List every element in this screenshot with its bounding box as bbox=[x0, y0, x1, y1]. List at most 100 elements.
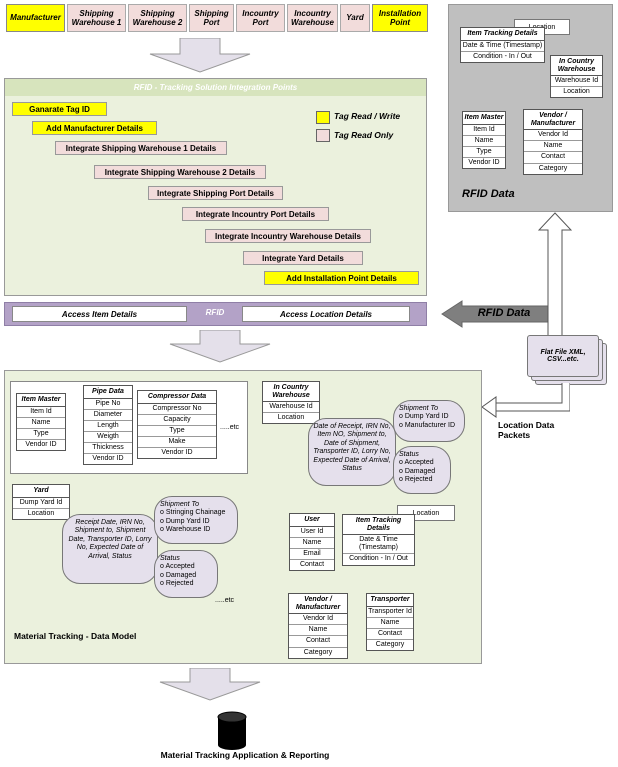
table-title: Item Master bbox=[17, 394, 65, 407]
stage-box: Incountry Port bbox=[236, 4, 285, 32]
table-field: Diameter bbox=[84, 410, 132, 421]
wh-status-title: Status bbox=[399, 451, 419, 458]
table-title: In Country Warehouse bbox=[263, 382, 319, 403]
table-field: Length bbox=[84, 421, 132, 432]
table-field: Location bbox=[27, 509, 55, 517]
integration-step: Add Manufacturer Details bbox=[32, 121, 157, 135]
table-field: Contact bbox=[367, 629, 413, 640]
list-item: o Damaged bbox=[399, 468, 445, 476]
table-field: Name bbox=[367, 618, 413, 629]
access-location-details[interactable]: Access Location Details bbox=[242, 306, 410, 322]
bullet-icon: o bbox=[399, 413, 405, 421]
table-field: Transporter Id bbox=[367, 607, 413, 618]
yard-shipment-title: Shipment To bbox=[160, 501, 200, 508]
integration-title: RFID - Tracking Solution Integration Poi… bbox=[5, 79, 426, 96]
footer-caption: Material Tracking Application & Reportin… bbox=[160, 750, 330, 760]
table-title: Item Tracking Details bbox=[343, 515, 414, 536]
table-field: Name bbox=[290, 538, 334, 549]
database-icon bbox=[217, 711, 247, 750]
table-field: Vendor Id bbox=[524, 130, 582, 142]
table-field: Item Id bbox=[17, 407, 65, 418]
table-field: Condition - In / Out bbox=[473, 52, 532, 60]
table-field: Contact bbox=[289, 636, 347, 648]
bullet-icon: o bbox=[399, 459, 405, 467]
access-item-details[interactable]: Access Item Details bbox=[12, 306, 187, 322]
wh-shipment-title: Shipment To bbox=[399, 405, 439, 412]
table-field: Vendor Id bbox=[289, 614, 347, 626]
integration-step: Integrate Shipping Warehouse 1 Details bbox=[55, 141, 227, 155]
bullet-icon: o bbox=[160, 526, 166, 534]
table-field: Vendor ID bbox=[161, 448, 193, 456]
warehouse-fields-bubble: Date of Receipt, IRN No, Item NO, Shipme… bbox=[308, 418, 396, 486]
flat-file-label: Flat File XML, CSV...etc. bbox=[527, 335, 599, 377]
list-item: o Damaged bbox=[160, 572, 212, 580]
table-title: Pipe Data bbox=[84, 386, 132, 399]
list-item-label: Accepted bbox=[165, 563, 195, 571]
table-field: Location bbox=[277, 414, 305, 422]
up-arrow bbox=[538, 212, 572, 340]
list-item: o Warehouse ID bbox=[160, 526, 232, 534]
table-title: Yard bbox=[13, 485, 69, 498]
list-item: o Manufacturer ID bbox=[399, 422, 459, 430]
list-item: o Accepted bbox=[160, 563, 212, 571]
list-item-label: Manufacturer ID bbox=[404, 421, 456, 429]
down-arrow bbox=[149, 38, 251, 73]
table-field: Thickness bbox=[84, 443, 132, 454]
table-title: Transporter bbox=[367, 594, 413, 607]
table-field: Contact bbox=[524, 152, 582, 164]
down-arrow bbox=[169, 330, 271, 363]
table-title: Vendor / Manufacturer bbox=[289, 594, 347, 615]
integration-step: Integrate Shipping Warehouse 2 Details bbox=[94, 165, 266, 179]
table-title: Compressor Data bbox=[138, 391, 216, 404]
table-field: Weigth bbox=[84, 432, 132, 443]
table-title: Vendor / Manufacturer bbox=[524, 110, 582, 131]
list-item-label: Rejected bbox=[165, 580, 194, 588]
down-arrow bbox=[159, 668, 261, 701]
bullet-icon: o bbox=[160, 563, 166, 571]
table-field: Name bbox=[463, 136, 505, 147]
integration-step: Ganarate Tag ID bbox=[12, 102, 107, 116]
list-item-label: Dump Yard ID bbox=[165, 517, 210, 525]
table-field: Vendor ID bbox=[92, 454, 124, 462]
bullet-icon: o bbox=[399, 476, 405, 484]
bullet-icon: o bbox=[399, 421, 405, 429]
table-field: Name bbox=[289, 625, 347, 637]
table-title: Item Master bbox=[463, 112, 505, 125]
integration-step: Integrate Incountry Warehouse Details bbox=[205, 229, 371, 243]
table-field: Type bbox=[138, 426, 216, 437]
list-item-label: Damaged bbox=[404, 467, 436, 475]
table-field: Capacity bbox=[138, 415, 216, 426]
table-field: Item Id bbox=[463, 125, 505, 136]
yard-fields-bubble: Receipt Date, IRN No, Shipment to, Shipm… bbox=[62, 514, 158, 584]
list-item: o Rejected bbox=[399, 476, 445, 484]
table-field: Warehouse Id bbox=[263, 402, 319, 414]
location-packets-arrow bbox=[481, 383, 570, 418]
table-field: Date & Time (Timestamp) bbox=[461, 41, 544, 52]
table-title: User bbox=[290, 514, 334, 527]
table-field: Contact bbox=[299, 560, 325, 568]
bullet-icon: o bbox=[160, 517, 166, 525]
list-item-label: Damaged bbox=[165, 571, 197, 579]
integration-step: Add Installation Point Details bbox=[264, 271, 419, 285]
table-field: Compressor No bbox=[138, 404, 216, 415]
stage-box: Installation Point bbox=[372, 4, 428, 32]
stage-box: Shipping Warehouse 1 bbox=[67, 4, 126, 32]
stage-box: Incountry Warehouse bbox=[287, 4, 338, 32]
bullet-icon: o bbox=[160, 571, 166, 579]
list-item: o Dump Yard ID bbox=[160, 518, 232, 526]
table-field: Warehouse Id bbox=[551, 76, 602, 88]
stage-box: Manufacturer bbox=[6, 4, 65, 32]
